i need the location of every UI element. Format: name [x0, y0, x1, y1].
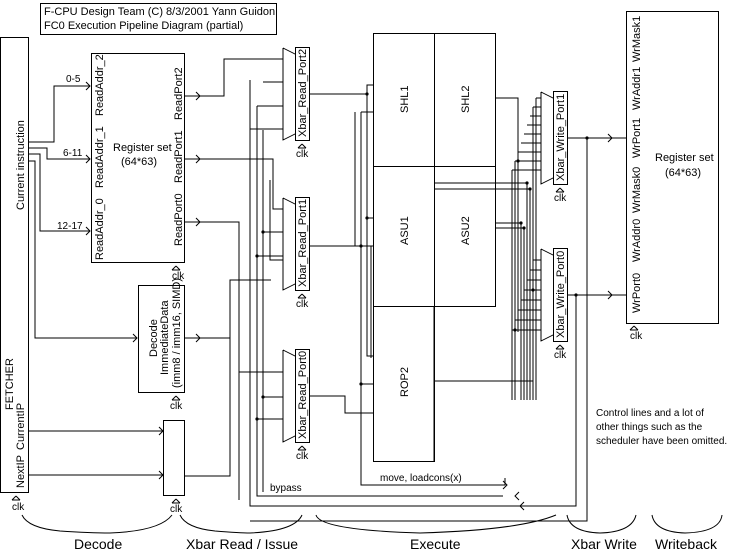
- xbar-read-port-2-label: Xbar_Read_Port2: [297, 49, 309, 137]
- register-read-title: Register set: [113, 142, 172, 154]
- xbar-read-port-1-label: Xbar_Read_Port1: [297, 199, 309, 287]
- register-set-write: Register set (64*63) WrPort1 WrAddr1 WrM…: [626, 11, 719, 342]
- wr-addr-1: WrAddr1: [631, 67, 643, 110]
- decode-line-3: (imm8 / imm16, SIMD): [171, 278, 183, 388]
- wr-mask-0: WrMask0: [631, 167, 643, 213]
- xbar-write-port-1-label: Xbar_Write_Port1: [555, 94, 567, 181]
- fetcher-block: Current instruction FETCHER CurrentIP Ne…: [0, 37, 29, 513]
- register-write-clk: clk: [630, 331, 643, 342]
- brace-xbar-write: [566, 514, 637, 534]
- clk-triangle-icon: [555, 344, 565, 350]
- brace-xbar-read: [179, 514, 303, 534]
- xbar-read-port-1-clk: clk: [296, 299, 309, 310]
- xbar-write-port-1-clk: clk: [554, 193, 567, 204]
- bit-range-6-11: 6-11: [63, 148, 83, 159]
- ip-latch-clk: clk: [170, 504, 183, 515]
- stage-decode: Decode: [74, 536, 122, 552]
- asu1-label: ASU1: [399, 216, 411, 245]
- asu1-unit: [373, 166, 435, 307]
- read-addr-1: ReadAddr_1: [94, 126, 106, 188]
- current-ip-label: CurrentIP: [15, 403, 27, 450]
- xbar-write-port-0-clk: clk: [554, 350, 567, 361]
- clk-triangle-icon: [555, 187, 565, 193]
- xbar-read-port-2: Xbar_Read_Port2 clk: [282, 47, 367, 160]
- decode-line-1: Decode: [148, 319, 160, 357]
- bypass-label: bypass: [270, 483, 302, 494]
- title-line-1: F-CPU Design Team (C) 8/3/2001 Yann Guid…: [44, 6, 275, 18]
- decode-line-2: ImmediateData: [159, 300, 171, 375]
- stage-writeback: Writeback: [655, 536, 718, 552]
- brace-decode: [21, 514, 173, 534]
- decode-block: Decode ImmediateData (imm8 / imm16, SIMD…: [138, 278, 271, 412]
- title-line-2: FC0 Execution Pipeline Diagram (partial): [44, 20, 243, 32]
- clk-triangle-icon: [297, 293, 307, 299]
- operand-wires: [354, 84, 506, 486]
- stage-xbar-read: Xbar Read / Issue: [186, 536, 298, 552]
- xbar-read-port-1: Xbar_Read_Port1 clk: [282, 197, 373, 310]
- ip-latch: clk: [29, 280, 231, 515]
- fetcher-clk: clk: [12, 502, 25, 513]
- rop2-label: ROP2: [399, 367, 411, 397]
- note-line-1: Control lines and a lot of: [596, 408, 704, 419]
- clk-triangle-icon: [11, 495, 21, 501]
- shl1-label: SHL1: [399, 85, 411, 113]
- register-write-size: (64*63): [665, 167, 701, 179]
- read-addr-0: ReadAddr_0: [94, 198, 106, 260]
- clk-triangle-icon: [297, 445, 307, 451]
- clk-triangle-icon: [297, 143, 307, 149]
- note-line-3: scheduler have been omitted.: [596, 436, 727, 447]
- title-box: F-CPU Design Team (C) 8/3/2001 Yann Guid…: [40, 3, 277, 35]
- xbar-write-port-0-label: Xbar_Write_Port0: [555, 251, 567, 338]
- bypass-bus: [239, 80, 516, 507]
- xbar-write-port-1: Xbar_Write_Port1 clk: [250, 91, 626, 522]
- decode-clk: clk: [170, 401, 183, 412]
- note: Control lines and a lot of other things …: [596, 408, 727, 447]
- forward-paths: move, loadcons(x) bypass: [270, 473, 525, 511]
- rop2-unit: [373, 306, 435, 462]
- xbar-read-port-2-clk: clk: [296, 149, 309, 160]
- asu2-label: ASU2: [460, 216, 472, 245]
- read-port-1: ReadPort1: [173, 130, 185, 183]
- wr-port-1: WrPort1: [631, 118, 643, 158]
- read-port-wires: [185, 58, 283, 500]
- result-wires: [434, 97, 541, 400]
- register-set-read: Register set (64*63) ReadAddr_2 ReadAddr…: [91, 53, 185, 282]
- clk-triangle-icon: [171, 265, 181, 271]
- shl2-label: SHL2: [460, 85, 472, 113]
- xbar-read-port-0-label: Xbar_Read_Port0: [297, 351, 309, 439]
- register-write-title: Register set: [655, 152, 714, 164]
- brace-writeback: [651, 514, 723, 534]
- brace-execute: [315, 514, 557, 534]
- note-line-2: other things such as the: [596, 422, 703, 433]
- clk-triangle-icon: [629, 325, 639, 331]
- read-port-0: ReadPort0: [173, 193, 185, 246]
- next-ip-label: NextIP: [15, 455, 27, 488]
- shl2-unit: [434, 33, 496, 167]
- asu2-unit: [434, 166, 496, 307]
- fetcher-label: FETCHER: [4, 358, 16, 410]
- bit-range-12-17: 12-17: [57, 221, 83, 232]
- read-port-2: ReadPort2: [173, 67, 185, 120]
- instruction-wires: 0-5 6-11 12-17: [29, 74, 138, 343]
- register-read-size: (64*63): [121, 156, 157, 168]
- wr-mask-1: WrMask1: [631, 16, 643, 62]
- xbar-read-port-0-clk: clk: [296, 451, 309, 462]
- execution-units: SHL1 SHL2 ASU1 ASU2 ROP2: [373, 33, 496, 462]
- shl1-unit: [373, 33, 435, 167]
- read-addr-2: ReadAddr_2: [94, 54, 106, 116]
- current-instruction-label: Current instruction: [15, 120, 27, 210]
- stage-execute: Execute: [410, 536, 461, 552]
- register-read-clk: clk: [172, 271, 185, 282]
- wr-addr-0: WrAddr0: [631, 219, 643, 262]
- clk-triangle-icon: [171, 395, 181, 401]
- bit-range-0-5: 0-5: [66, 74, 81, 85]
- wr-port-0: WrPort0: [631, 273, 643, 313]
- clk-triangle-icon: [171, 498, 181, 504]
- stage-braces: Decode Xbar Read / Issue Execute Xbar Wr…: [21, 514, 723, 552]
- stage-xbar-write: Xbar Write: [571, 536, 637, 552]
- move-loadcons-label: move, loadcons(x): [380, 473, 462, 484]
- xbar-write-port-0: Xbar_Write_Port0 clk: [516, 248, 626, 507]
- xbar-read-port-0: Xbar_Read_Port0 clk: [282, 349, 373, 462]
